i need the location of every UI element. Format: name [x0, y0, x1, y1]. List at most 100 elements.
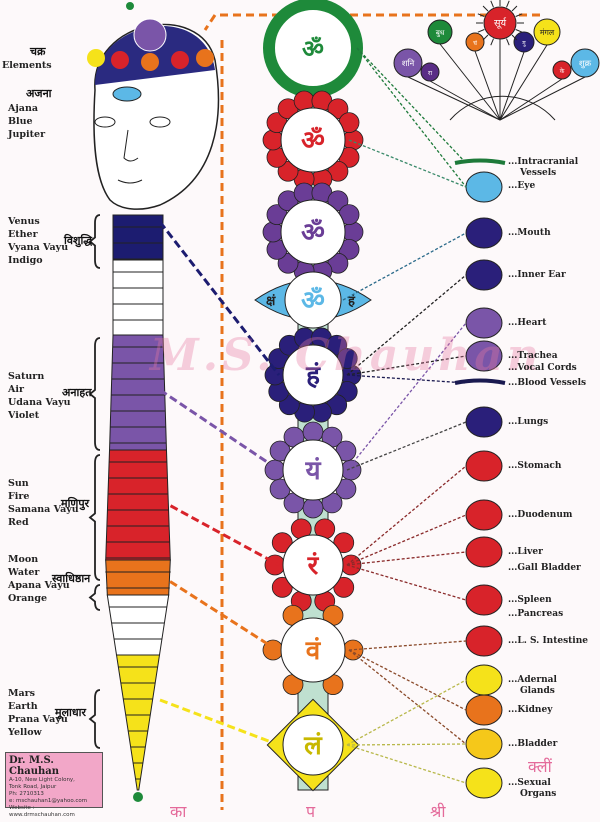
contact-email: e: mschauhan1@yahoo.com	[9, 798, 88, 804]
planet-circle	[533, 18, 561, 46]
planet-connector	[499, 78, 563, 121]
bracket	[88, 337, 101, 451]
swadhisthan-vayu: Apana Vayu	[8, 580, 70, 591]
swadhisthan-element: Water	[8, 567, 40, 578]
bracket	[88, 214, 101, 269]
bracket	[88, 584, 101, 611]
muladhar-hindi: मूलाधार	[55, 706, 86, 719]
planet-label: के	[560, 67, 565, 75]
spine-band	[105, 559, 171, 596]
spine-band	[112, 259, 164, 336]
chakra-2: ॐ	[262, 182, 364, 282]
manipur-planet: Sun	[8, 478, 29, 489]
sun-ray	[506, 38, 510, 46]
organ-kidney: ...Kidney	[508, 705, 553, 715]
chakra-organ-link	[346, 564, 467, 601]
spine-band	[105, 449, 171, 561]
lotus-petal	[262, 221, 284, 243]
chakra-8: लं	[266, 698, 360, 792]
organ-eye: ...Eye	[508, 181, 536, 191]
planet-connector	[499, 76, 586, 121]
planet-connector	[407, 76, 501, 121]
chakra-5: यं	[264, 421, 362, 519]
chakra-organ-link	[342, 232, 467, 301]
chakra-organ-link	[348, 649, 467, 745]
chakra-1: ॐ	[262, 90, 364, 190]
organ-icon	[465, 171, 503, 203]
organ-mouth: ...Mouth	[508, 228, 551, 238]
planet-circle	[420, 62, 440, 82]
sun-ray	[477, 13, 485, 17]
chakra-bija-syllable: ॐ	[301, 286, 325, 316]
ajna-center	[284, 271, 342, 329]
lotus-petal	[340, 459, 362, 481]
organ-stomach: ...Stomach	[508, 461, 562, 471]
ajna-left-bija: क्षं	[266, 293, 276, 309]
organ-gall-bladder: ...Gall Bladder	[508, 563, 581, 573]
organ-trachea: ...Trachea	[508, 351, 558, 361]
chakra-center	[280, 199, 346, 265]
chakra-organ-link	[346, 322, 467, 471]
organ-ls-intestine: ...L. S. Intestine	[508, 636, 588, 646]
left-eye-icon	[94, 116, 116, 128]
lotus-petal	[342, 639, 364, 661]
anahata-color: Violet	[8, 410, 40, 421]
ajna-planet: Jupiter	[8, 129, 46, 140]
chakra-7: वं	[262, 604, 364, 696]
planet-circle	[513, 31, 535, 53]
lotus-petal	[327, 98, 349, 120]
chakra-center	[282, 344, 344, 406]
planet-circle	[393, 48, 423, 78]
spine-chakra-arrow	[159, 498, 280, 567]
bottom-letter-pa: प	[306, 802, 316, 821]
bracket	[88, 689, 101, 749]
sun-ray	[506, 0, 510, 8]
planet-connector	[499, 51, 525, 121]
crown-center	[133, 18, 167, 52]
lotus-petal	[340, 554, 362, 576]
chakra-center	[282, 534, 344, 596]
chakra-organ-link	[356, 47, 467, 188]
manipur-hindi: मणिपुर	[61, 497, 90, 510]
organ-label: Vessels	[520, 168, 557, 178]
organ-vocal-cords: ...Vocal Cords	[508, 363, 577, 373]
spine-chakra-arrow	[159, 573, 278, 652]
organ-icon	[465, 217, 503, 249]
crown-petal	[141, 53, 159, 71]
chakra-3: क्षंहंॐ	[254, 271, 372, 329]
lotus-petal	[277, 160, 299, 182]
vishuddhi-labels: Venus Ether Vyana Vayu Indigo	[8, 215, 68, 267]
crown-petal	[171, 51, 189, 69]
sun-ray	[490, 38, 494, 46]
planet-circle	[570, 48, 600, 78]
planet-circle	[427, 19, 453, 45]
chakra-center	[280, 107, 346, 173]
bottom-letter-ka: का	[170, 802, 187, 821]
sun-ray	[477, 29, 485, 33]
chakra-bija-syllable: ॐ	[302, 35, 324, 63]
chakra-organ-link	[356, 47, 467, 164]
spine-chakra-arrow	[159, 388, 280, 472]
vishuddhi-hindi: विशुद्धि	[64, 234, 93, 247]
ajna-hindi: अजना	[26, 87, 52, 100]
anahata-planet: Saturn	[8, 371, 45, 382]
contact-address-1: A-10, New Light Colony,	[9, 777, 75, 783]
heading-elements: Elements	[2, 60, 52, 71]
lotus-petal	[277, 252, 299, 274]
contact-card: Dr. M.S. Chauhan A-10, New Light Colony,…	[5, 752, 103, 818]
organ-icon	[465, 694, 503, 726]
chakra-center	[282, 439, 344, 501]
chakra-bija-syllable: हं	[305, 361, 321, 391]
chakra-bija-syllable: ॐ	[301, 126, 325, 156]
organ-icon	[465, 406, 503, 438]
watermark: M.S. Chauhan	[150, 330, 543, 381]
root-dot	[133, 792, 143, 802]
chakra-bija-syllable: लं	[303, 731, 323, 761]
muladhar-element: Earth	[8, 701, 38, 712]
chakra-center	[282, 714, 344, 776]
anahata-hindi: अनाहत	[62, 386, 92, 399]
ajna-name: Ajana	[8, 103, 39, 114]
anahata-element: Air	[8, 384, 24, 395]
